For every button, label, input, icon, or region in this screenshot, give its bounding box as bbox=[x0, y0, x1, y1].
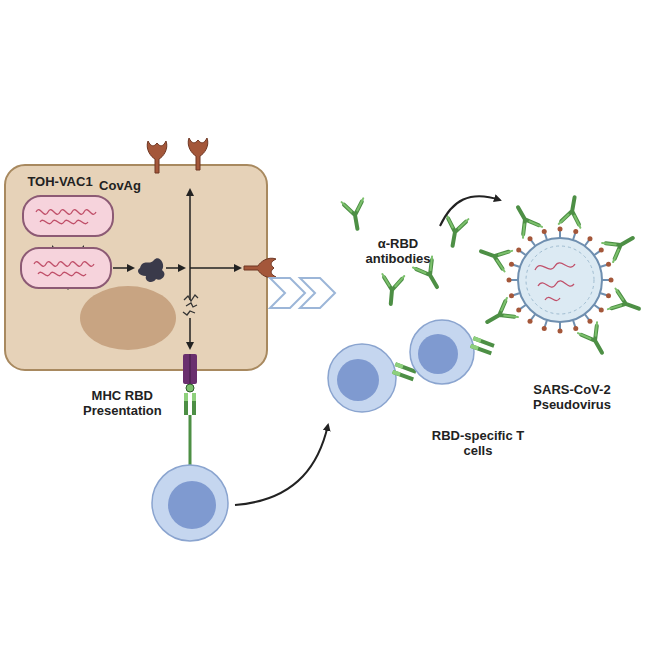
virus-part bbox=[606, 262, 611, 267]
antibody bbox=[482, 298, 518, 332]
virus-part bbox=[599, 248, 604, 253]
virus-part bbox=[508, 202, 542, 238]
virus-part bbox=[578, 322, 612, 358]
pseudovirus bbox=[477, 195, 642, 358]
virus-part bbox=[599, 307, 604, 312]
label-text: CovAg bbox=[90, 178, 150, 193]
virus-part bbox=[609, 278, 614, 283]
virus-part bbox=[516, 248, 521, 253]
virus-part bbox=[587, 236, 592, 241]
label-text: MHC RBD Presentation bbox=[83, 388, 153, 418]
antibody bbox=[559, 195, 586, 227]
virus-part bbox=[518, 238, 602, 322]
virus-part bbox=[573, 326, 578, 331]
virus-part bbox=[542, 229, 547, 234]
virus-part bbox=[558, 227, 563, 232]
virus-part bbox=[528, 319, 533, 324]
virus-part bbox=[602, 228, 638, 262]
virus-part bbox=[482, 298, 518, 332]
virus-part bbox=[528, 236, 533, 241]
virus-part bbox=[606, 293, 611, 298]
virus-part bbox=[526, 246, 594, 314]
label-text: α-RBD antibodies bbox=[358, 236, 438, 266]
virus-part bbox=[507, 278, 512, 283]
virus-part bbox=[587, 319, 592, 324]
antibody bbox=[508, 202, 542, 238]
virus-part bbox=[559, 195, 586, 227]
virus-part bbox=[535, 263, 575, 301]
virus-part bbox=[477, 241, 512, 272]
antibody bbox=[608, 288, 643, 319]
virus-part bbox=[509, 293, 514, 298]
virus-part bbox=[516, 307, 521, 312]
virus-part bbox=[509, 262, 514, 267]
antibody bbox=[578, 322, 612, 358]
label-text: RBD-specific T cells bbox=[428, 428, 528, 458]
virus-part bbox=[608, 288, 643, 319]
virus-part bbox=[558, 329, 563, 334]
label-text: SARS-CoV-2 Pseudovirus bbox=[517, 382, 627, 412]
virus-part bbox=[573, 229, 578, 234]
antibody bbox=[602, 228, 638, 262]
label-text: TOH-VAC1 bbox=[10, 174, 110, 189]
virus-part bbox=[542, 326, 547, 331]
antibody bbox=[477, 241, 512, 272]
